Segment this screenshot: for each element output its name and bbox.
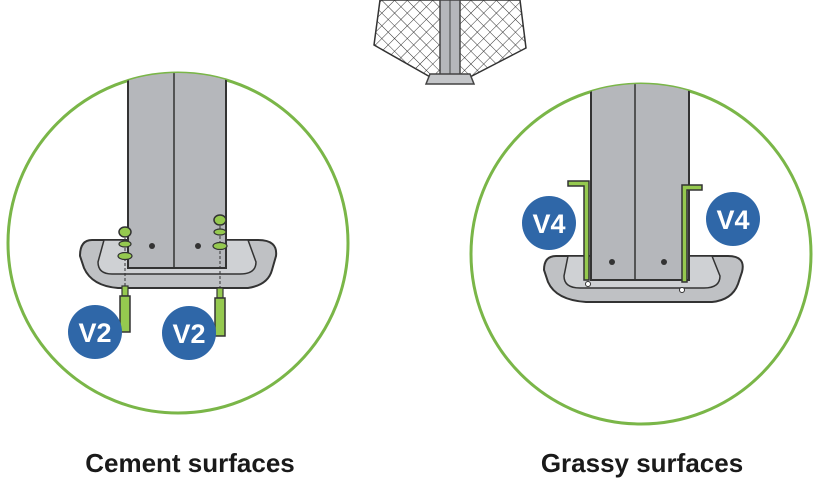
badge-v4-right-label: V4: [716, 205, 749, 235]
badge-v2-left-label: V2: [78, 318, 111, 348]
peg-right-icon: [681, 184, 703, 283]
bolt-right-icon: [212, 214, 228, 337]
badge-v2-left: V2: [68, 305, 122, 359]
caption-cement-surfaces: Cement surfaces: [85, 448, 295, 478]
cement-surface-illustration: V2 V2: [6, 71, 350, 415]
badge-v4-left: V4: [522, 196, 576, 250]
badge-v2-right: V2: [162, 306, 216, 360]
grass-surface-illustration: V4 V4: [469, 82, 813, 426]
badge-v2-right-label: V2: [172, 319, 205, 349]
caption-grassy-surfaces: Grassy surfaces: [540, 448, 744, 478]
peg-left-icon: [567, 180, 590, 281]
net-corner-icon: [373, 0, 527, 85]
badge-v4-left-label: V4: [532, 209, 565, 239]
bolt-left-icon: [117, 226, 133, 333]
badge-v4-right: V4: [706, 192, 760, 246]
